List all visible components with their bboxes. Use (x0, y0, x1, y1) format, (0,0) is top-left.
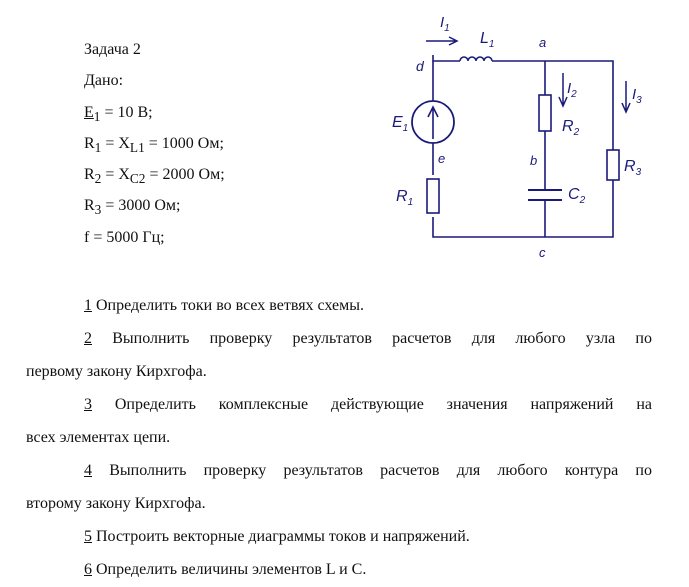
wire-top (432, 55, 460, 62)
capacitor-c2 (528, 189, 562, 201)
label-c2: C2 (568, 186, 586, 206)
resistor-r1 (426, 178, 440, 214)
task-6: 6 Определить величины элементов L и C. (84, 561, 367, 578)
label-node-b: b (530, 153, 537, 168)
circuit-diagram: I1 L1 a d E1 e R1 I2 R2 b C2 I3 R3 c (392, 14, 642, 260)
task-4: 4 Выполнить проверку результатов расчето… (26, 462, 652, 512)
label-r2: R2 (562, 118, 580, 138)
source-e1 (411, 100, 455, 144)
task-title: Задача 2 (84, 41, 141, 58)
label-node-d: d (416, 58, 425, 74)
label-node-e: e (438, 151, 445, 166)
resistor-r2 (538, 94, 552, 132)
given-block: Задача 2 Дано: E1 = 10 В; R1 = XL1 = 100… (84, 34, 225, 253)
arrow-i3 (621, 81, 631, 114)
task-5: 5 Построить векторные диаграммы токов и … (84, 528, 470, 545)
inductor-l1 (459, 56, 493, 62)
label-l1: L1 (480, 30, 494, 50)
wire-left (432, 61, 614, 238)
given-e1: E1 = 10 В; (84, 103, 153, 124)
task-2: 2 Выполнить проверку результатов расчето… (26, 330, 652, 380)
arrow-i2 (558, 73, 568, 108)
resistor-r3 (606, 149, 620, 181)
label-i1: I1 (440, 14, 450, 34)
wire-top-right (492, 60, 614, 150)
task-3: 3 Определить комплексные действующие зна… (26, 396, 652, 446)
arrow-i1 (426, 36, 459, 46)
source-arrow (427, 105, 439, 139)
label-i2: I2 (567, 80, 577, 100)
given-r1: R1 = XL1 = 1000 Ом; (84, 134, 224, 156)
given-r2: R2 = XC2 = 2000 Ом; (84, 166, 225, 187)
label-i3: I3 (632, 86, 642, 106)
given-label: Дано: (84, 72, 124, 90)
task-1: 1 Определить токи во всех ветвях схемы. (84, 297, 365, 314)
label-node-a: a (539, 35, 546, 50)
label-node-c: c (539, 245, 546, 260)
label-r3: R3 (624, 158, 642, 178)
label-r1: R1 (396, 188, 413, 208)
given-f: f = 5000 Гц; (84, 228, 165, 246)
label-e1: E1 (392, 114, 408, 134)
given-r3: R3 = 3000 Ом; (84, 197, 181, 218)
